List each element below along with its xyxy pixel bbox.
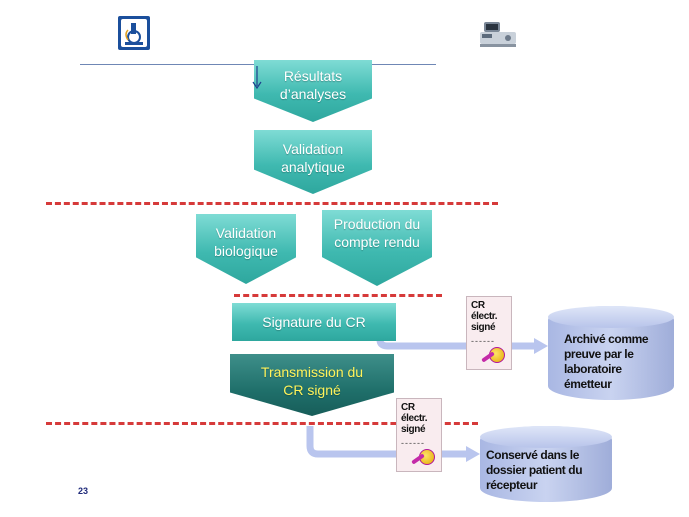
slide-number: 23 <box>78 486 89 496</box>
storage-recepteur-label: Conservé dans le dossier patient du réce… <box>486 448 583 492</box>
arrow-down-icon <box>252 66 264 90</box>
cr-document-recepteur: CR électr. signé ------ <box>396 398 442 472</box>
step-signature-cr: Signature du CR <box>232 303 396 341</box>
separator-dashed-3 <box>46 422 478 425</box>
connector-transmission-recepteur <box>304 420 484 466</box>
cylinder-top <box>480 426 612 448</box>
analyzer-instrument-icon <box>478 20 518 50</box>
signature-line: ------ <box>401 438 425 448</box>
cylinder-top <box>548 306 674 328</box>
step-validation-analytique: Validation analytique <box>254 130 372 194</box>
step-transmission-label: Transmission du CR signé <box>260 364 364 398</box>
lab-microscope-logo-icon <box>118 16 150 50</box>
step-transmission-cr: Transmission du CR signé <box>230 354 394 416</box>
step-validation-biologique-label: Validation biologique <box>214 225 278 259</box>
step-production-label: Production du compte rendu <box>333 216 421 250</box>
step-resultats-label: Résultats d’analyses <box>279 68 347 102</box>
cr-document-emetteur: CR électr. signé ------ <box>466 296 512 370</box>
step-resultats-analyses: Résultats d’analyses <box>254 60 372 122</box>
cr-document-label: CR électr. signé <box>401 402 428 435</box>
storage-recepteur-cylinder: Conservé dans le dossier patient du réce… <box>480 426 612 502</box>
storage-emetteur-cylinder: Archivé comme preuve par le laboratoire … <box>548 306 674 400</box>
separator-dashed-2 <box>234 294 442 297</box>
step-validation-biologique: Validation biologique <box>196 214 296 284</box>
storage-emetteur-label: Archivé comme preuve par le laboratoire … <box>564 332 649 391</box>
step-validation-analytique-label: Validation analytique <box>281 141 345 175</box>
step-production-compte-rendu: Production du compte rendu <box>322 210 432 286</box>
cr-document-label: CR électr. signé <box>471 300 498 333</box>
separator-dashed-1 <box>46 202 498 205</box>
step-signature-label: Signature du CR <box>262 314 366 330</box>
signature-line: ------ <box>471 336 495 346</box>
